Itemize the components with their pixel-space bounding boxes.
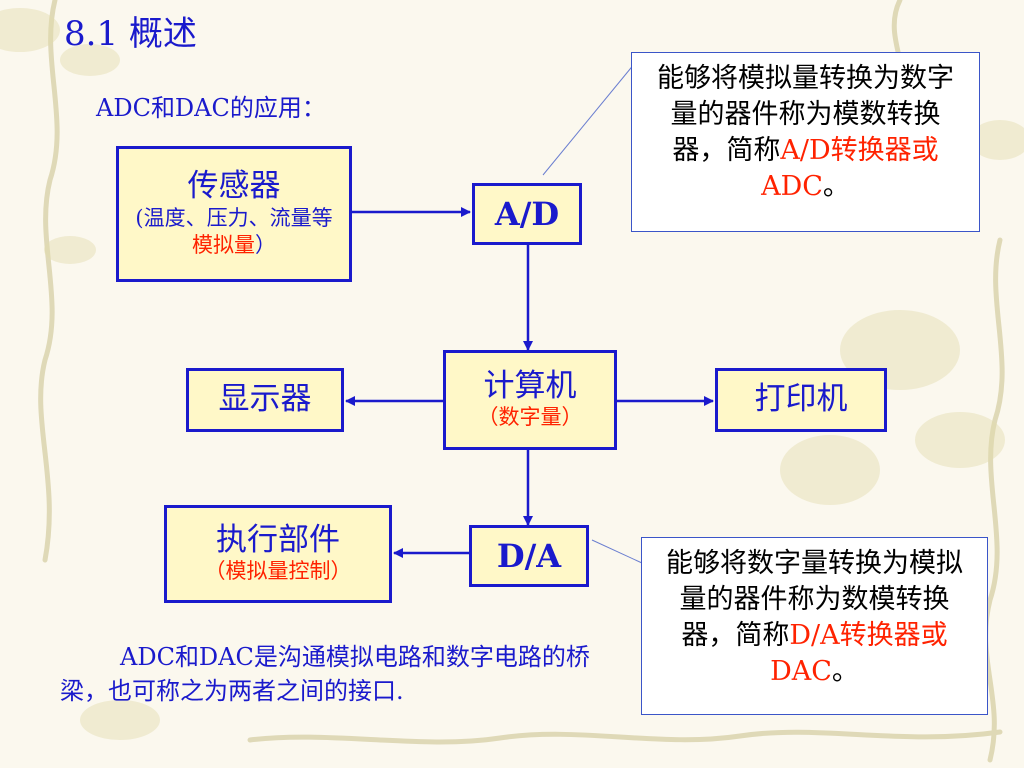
- actuator-box: 执行部件 （模拟量控制）: [164, 505, 392, 603]
- leader-line-dac-note: [591, 539, 643, 564]
- subtitle: ADC和DAC的应用：: [96, 94, 326, 122]
- sensor-detail-suffix: ）: [255, 232, 276, 257]
- adc-note-text: 能够将模拟量转换为数字量的器件称为模数转换器，简称: [657, 63, 954, 166]
- sensor-detail: (温度、压力、流量等模拟量）: [131, 205, 337, 260]
- adc-note: 能够将模拟量转换为数字量的器件称为模数转换器，简称A/D转换器或ADC。: [631, 52, 980, 232]
- dac-note: 能够将数字量转换为模拟量的器件称为数模转换器，简称D/A转换器或DAC。: [641, 537, 988, 715]
- adc-note-suffix: 。: [822, 171, 850, 202]
- sensor-detail-highlight: 模拟量: [192, 232, 255, 257]
- display-label: 显示器: [218, 381, 312, 418]
- computer-title: 计算机: [483, 367, 577, 404]
- actuator-title: 执行部件: [216, 521, 340, 558]
- ad-converter-box: A/D: [472, 183, 582, 245]
- computer-box: 计算机 （数字量）: [443, 350, 617, 450]
- dac-note-highlight: D/A转换器或DAC: [770, 620, 948, 687]
- printer-label: 打印机: [754, 381, 848, 418]
- dac-note-suffix: 。: [831, 656, 859, 687]
- sensor-box: 传感器 (温度、压力、流量等模拟量）: [116, 146, 352, 282]
- leader-line-adc-note: [542, 62, 636, 176]
- da-converter-box: D/A: [469, 525, 589, 587]
- page-title: 8.1 概述: [64, 14, 197, 54]
- ad-label: A/D: [494, 194, 560, 233]
- dac-note-text: 能够将数字量转换为模拟量的器件称为数模转换器，简称: [666, 548, 963, 651]
- actuator-detail: （模拟量控制）: [204, 559, 352, 584]
- computer-detail: （数字量）: [477, 405, 583, 430]
- sensor-title: 传感器: [187, 167, 281, 204]
- printer-box: 打印机: [715, 368, 887, 432]
- sensor-detail-prefix: (温度、压力、流量等: [135, 205, 333, 230]
- da-label: D/A: [496, 536, 562, 575]
- footer-text: ADC和DAC是沟通模拟电路和数字电路的桥梁，也可称之为两者之间的接口.: [60, 643, 590, 705]
- adc-note-highlight: A/D转换器或ADC: [761, 135, 939, 202]
- display-box: 显示器: [186, 368, 344, 432]
